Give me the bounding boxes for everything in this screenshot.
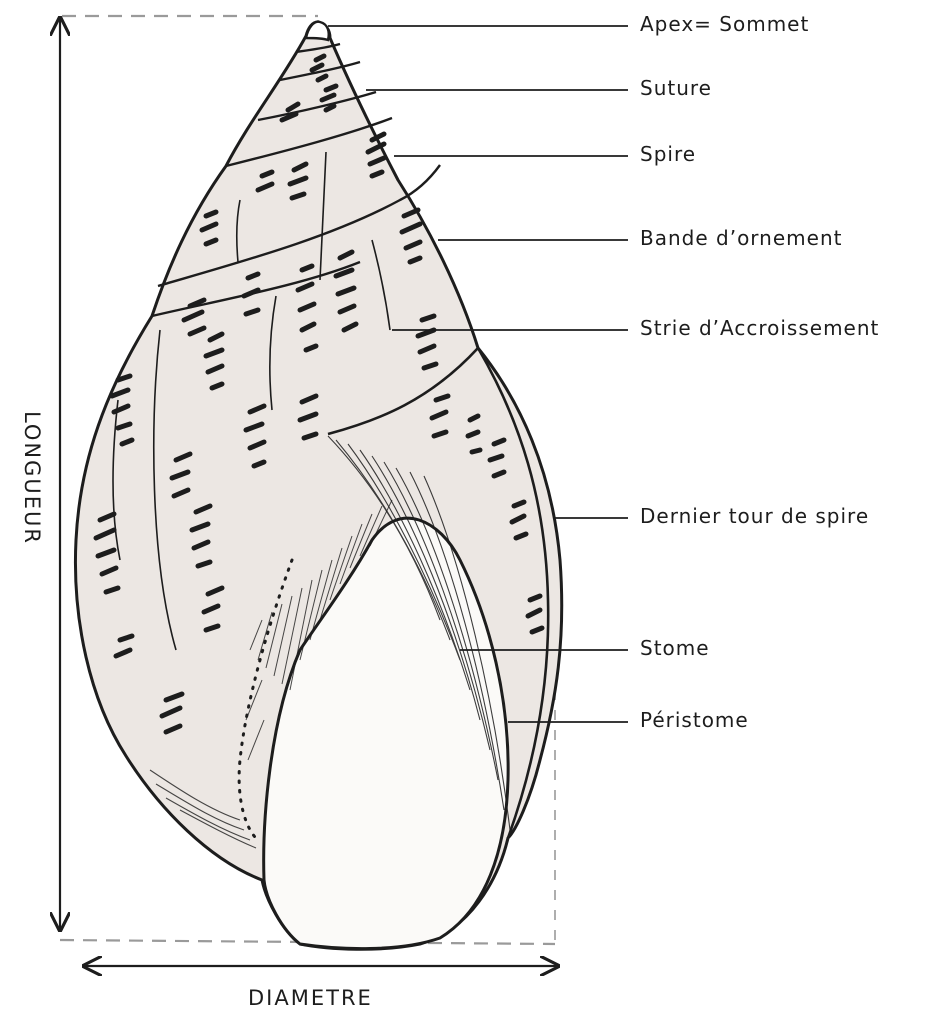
apex-tip	[306, 22, 329, 40]
label-strie-accroissement: Strie d’Accroissement	[640, 316, 879, 340]
label-suture: Suture	[640, 76, 712, 100]
axis-length-label: LONGUEUR	[20, 398, 44, 558]
label-apex: Apex= Sommet	[640, 12, 809, 36]
axis-diameter-label: DIAMETRE	[248, 986, 373, 1010]
label-spire: Spire	[640, 142, 696, 166]
label-peristome: Péristome	[640, 708, 749, 732]
label-dernier-tour: Dernier tour de spire	[640, 504, 869, 528]
label-bande-ornement: Bande d’ornement	[640, 226, 842, 250]
label-stome: Stome	[640, 636, 710, 660]
